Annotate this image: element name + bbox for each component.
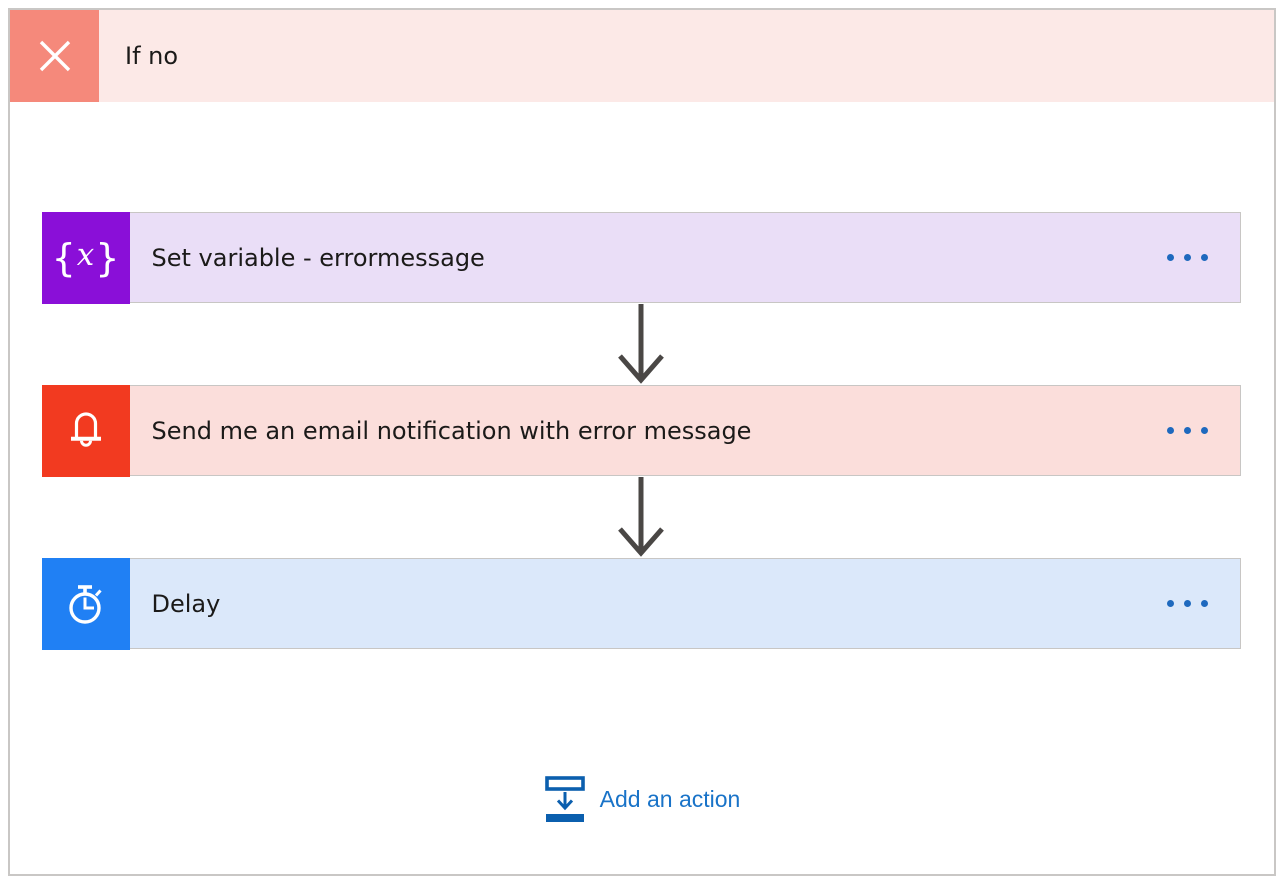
x-branch-icon bbox=[10, 10, 99, 102]
ellipsis-icon bbox=[1184, 254, 1191, 261]
arrow-down-icon bbox=[618, 304, 664, 384]
action-card-send-notification[interactable]: Send me an email notification with error… bbox=[41, 384, 1241, 477]
ellipsis-icon bbox=[1201, 254, 1208, 261]
more-options-button[interactable] bbox=[1155, 559, 1240, 648]
action-title: Set variable - errormessage bbox=[151, 243, 485, 272]
action-title: Send me an email notification with error… bbox=[151, 416, 752, 445]
ellipsis-icon bbox=[1201, 600, 1208, 607]
add-action-label: Add an action bbox=[599, 785, 741, 812]
ellipsis-icon bbox=[1167, 427, 1174, 434]
stopwatch-icon bbox=[41, 557, 130, 650]
add-action-icon bbox=[544, 776, 585, 822]
bell-icon bbox=[41, 384, 130, 477]
action-title: Delay bbox=[151, 589, 221, 618]
ellipsis-icon bbox=[1184, 600, 1191, 607]
branch-header-if-no[interactable]: If no bbox=[10, 10, 1274, 102]
flow-branch-panel: If no {x} Set variable - errormessage bbox=[8, 8, 1276, 876]
more-options-button[interactable] bbox=[1155, 213, 1240, 302]
variable-braces-icon: {x} bbox=[41, 211, 130, 304]
ellipsis-icon bbox=[1167, 600, 1174, 607]
branch-title: If no bbox=[125, 42, 179, 70]
action-card-delay[interactable]: Delay bbox=[41, 557, 1241, 650]
action-card-set-variable[interactable]: {x} Set variable - errormessage bbox=[41, 211, 1241, 304]
arrow-down-icon bbox=[618, 477, 664, 557]
add-action-button[interactable]: Add an action bbox=[10, 773, 1274, 825]
ellipsis-icon bbox=[1167, 254, 1174, 261]
ellipsis-icon bbox=[1201, 427, 1208, 434]
more-options-button[interactable] bbox=[1155, 386, 1240, 475]
ellipsis-icon bbox=[1184, 427, 1191, 434]
